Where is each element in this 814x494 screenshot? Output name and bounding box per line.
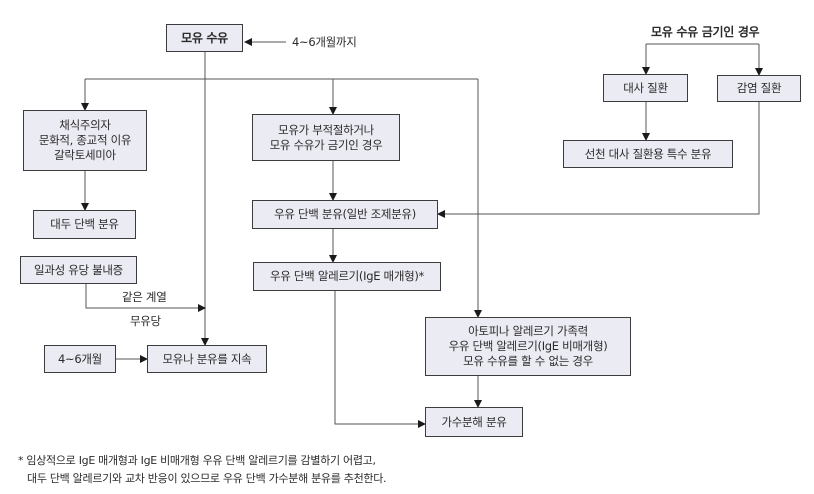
box-breastfeeding-text: 모유 수유 — [181, 30, 228, 45]
box-inadequate-line: 모유 수유가 금기인 경우 — [269, 137, 383, 152]
arrow-allergy-to-hydrolyzed — [334, 291, 426, 428]
box-infectious-disease: 감염 질환 — [717, 75, 801, 102]
box-continue-feeding: 모유나 분유를 지속 — [147, 345, 267, 373]
footnote-line-2: 대두 단백 알레르기와 교차 반응이 있으므로 우유 단백 가수분해 분유를 추… — [27, 472, 387, 485]
arrow-lactose-to-trunk — [85, 284, 206, 312]
box-inadequate-line: 모유가 부적절하거나 — [278, 122, 374, 137]
box-atopy-line: 우유 단백 알레르기(IgE 비매개형) — [448, 339, 608, 353]
box-diet-reasons-line: 채식주의자 — [59, 118, 111, 132]
label-same-family: 같은 계열 — [122, 290, 167, 304]
footnote: * 임상적으로 IgE 매개형과 IgE 비매개형 우유 단백 알레르기를 감별… — [18, 452, 387, 488]
box-cow-milk-allergy-text: 우유 단백 알레르기(IgE 매개형)* — [269, 269, 425, 283]
box-special-formula: 선천 대사 질환용 특수 분유 — [563, 140, 733, 168]
box-lactose-intolerance: 일과성 유당 불내증 — [20, 256, 137, 284]
box-age-4-6-text: 4~6개월 — [58, 351, 102, 366]
box-infectious-text: 감염 질환 — [736, 81, 782, 95]
arrow-infectious-to-cow-milk-formula — [437, 102, 760, 218]
box-diet-reasons-line: 문화적, 종교적 이유 — [38, 133, 132, 147]
box-breastfeeding: 모유 수유 — [166, 24, 243, 52]
box-continue-feeding-text: 모유나 분유를 지속 — [162, 351, 252, 366]
box-inadequate-breastmilk: 모유가 부적절하거나 모유 수유가 금기인 경우 — [252, 114, 400, 161]
box-diet-reasons-line: 갈락토세미아 — [54, 148, 116, 162]
box-lactose-intolerance-text: 일과성 유당 불내증 — [34, 262, 123, 277]
box-metabolic-disease: 대사 질환 — [603, 74, 688, 102]
box-age-4-6: 4~6개월 — [44, 345, 116, 373]
box-atopy-family: 아토피나 알레르기 가족력 우유 단백 알레르기(IgE 비매개형) 모유 수유… — [425, 317, 631, 376]
label-until-4-6-months: 4~6개월까지 — [292, 35, 357, 49]
label-lactose-free: 무유당 — [130, 314, 161, 328]
box-hydrolyzed-text: 가수분해 분유 — [441, 414, 507, 429]
box-atopy-line: 모유 수유를 할 수 없는 경우 — [463, 354, 593, 368]
box-hydrolyzed-formula: 가수분해 분유 — [425, 407, 523, 437]
box-cow-milk-formula: 우유 단백 분유(일반 조제분유) — [252, 200, 438, 229]
box-soy-formula: 대두 단백 분유 — [33, 210, 136, 239]
footnote-line-1: * 임상적으로 IgE 매개형과 IgE 비매개형 우유 단백 알레르기를 감별… — [18, 454, 376, 467]
box-cow-milk-formula-text: 우유 단백 분유(일반 조제분유) — [274, 207, 416, 221]
box-metabolic-text: 대사 질환 — [623, 80, 668, 95]
box-soy-formula-text: 대두 단백 분유 — [50, 217, 119, 231]
box-cow-milk-allergy-ige: 우유 단백 알레르기(IgE 매개형)* — [253, 262, 441, 291]
box-diet-reasons: 채식주의자 문화적, 종교적 이유 갈락토세미아 — [23, 110, 147, 171]
box-atopy-line: 아토피나 알레르기 가족력 — [468, 324, 588, 338]
label-contraindication-header: 모유 수유 금기인 경우 — [651, 25, 760, 39]
box-special-formula-text: 선천 대사 질환용 특수 분유 — [584, 146, 712, 161]
